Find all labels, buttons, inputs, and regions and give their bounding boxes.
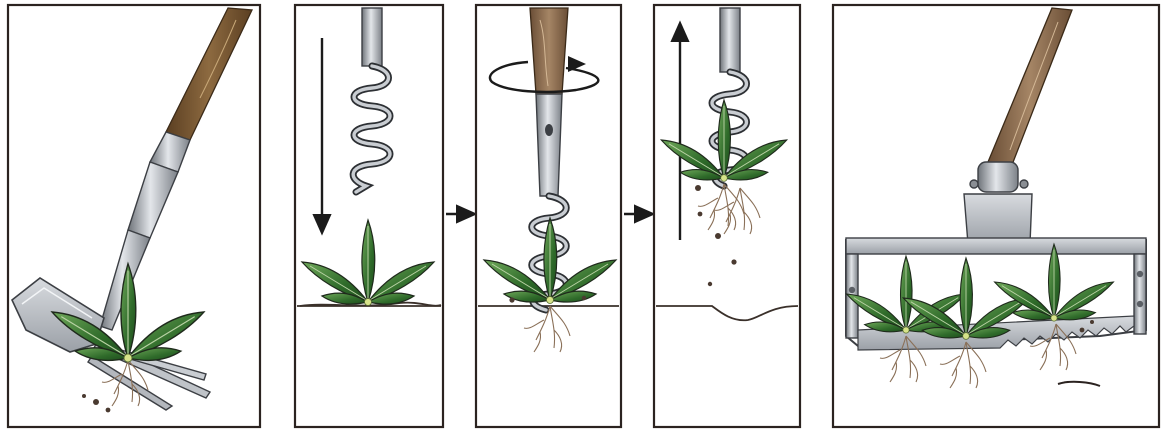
panel-auger-insert [295,5,443,427]
panel-auger-twist [476,5,621,427]
panel-stirrup-hoe [833,5,1159,427]
panel-auger-pull [654,5,800,427]
panel-hoe [8,5,260,427]
